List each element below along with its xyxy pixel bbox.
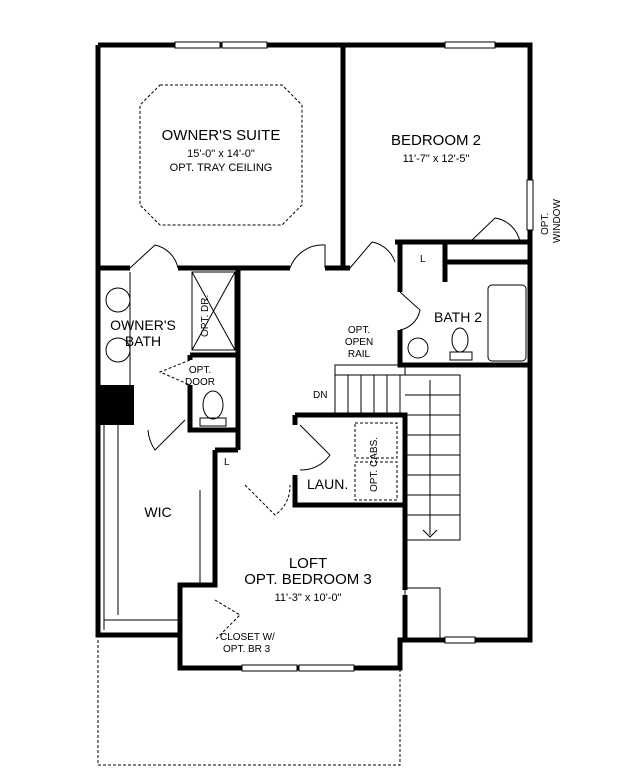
window	[241, 664, 298, 672]
window	[444, 41, 496, 49]
chase	[98, 385, 134, 425]
sink-icon	[105, 337, 131, 363]
door-swing	[469, 217, 521, 243]
loft-label: LOFT	[289, 555, 327, 572]
opt-window-label: OPT.WINDOW	[540, 199, 563, 243]
door-swing	[289, 244, 326, 269]
sink-icon	[105, 287, 131, 313]
opt-door-swing	[158, 359, 191, 386]
closet-label: CLOSET W/OPT. BR 3	[220, 632, 275, 655]
toilet-tank	[449, 351, 473, 361]
down-label: DN	[313, 390, 327, 401]
toilet-icon	[451, 327, 469, 353]
laundry-door	[299, 424, 331, 471]
wall	[442, 242, 530, 282]
owners-suite-note: OPT. TRAY CEILING	[170, 162, 273, 174]
wall	[187, 352, 238, 433]
shower-drain	[191, 271, 236, 351]
open-rail	[334, 364, 406, 376]
door-swing	[129, 244, 179, 269]
toilet-icon	[202, 390, 224, 420]
loft-size: 11'-3" x 10'-0"	[275, 592, 342, 604]
window	[221, 41, 268, 49]
opt-cabs-label: OPT. CABS.	[369, 437, 380, 492]
owners-suite-size: 15'-0" x 14'-0"	[187, 148, 255, 160]
loft-door-swing	[244, 484, 291, 516]
exterior-wall-left	[95, 45, 180, 638]
sink-icon	[407, 337, 429, 359]
bedroom2-label: BEDROOM 2	[391, 132, 481, 149]
door-swing	[399, 291, 421, 331]
bedroom2-size: 11'-7" x 12'-5"	[403, 153, 470, 165]
shower	[191, 271, 236, 351]
opt-dr-label: OPT. DR.	[200, 295, 211, 337]
porch-outline	[97, 640, 401, 766]
opt-window	[526, 179, 534, 231]
door-swing	[349, 241, 396, 269]
wic-label: WIC	[144, 504, 171, 520]
window	[298, 664, 355, 672]
staircase	[334, 374, 461, 639]
closet-door-swing	[214, 599, 241, 641]
wall	[212, 268, 241, 485]
bath2-label: BATH 2	[434, 309, 482, 325]
toilet-tank	[199, 417, 227, 427]
linen-label: L	[420, 254, 426, 265]
laundry-label: LAUN.	[307, 476, 348, 492]
opt-cabinets	[354, 422, 398, 501]
linen-label: L	[224, 457, 230, 468]
window	[174, 41, 221, 49]
bathtub-icon	[487, 284, 527, 362]
tray-ceiling-outline	[139, 84, 303, 226]
owners-suite-label: OWNER'S SUITE	[162, 127, 281, 144]
loft-opt-bedroom-label: OPT. BEDROOM 3	[244, 571, 372, 588]
window	[444, 636, 476, 644]
door-swing	[147, 419, 186, 451]
opt-door-label: OPT.DOOR	[185, 365, 215, 388]
